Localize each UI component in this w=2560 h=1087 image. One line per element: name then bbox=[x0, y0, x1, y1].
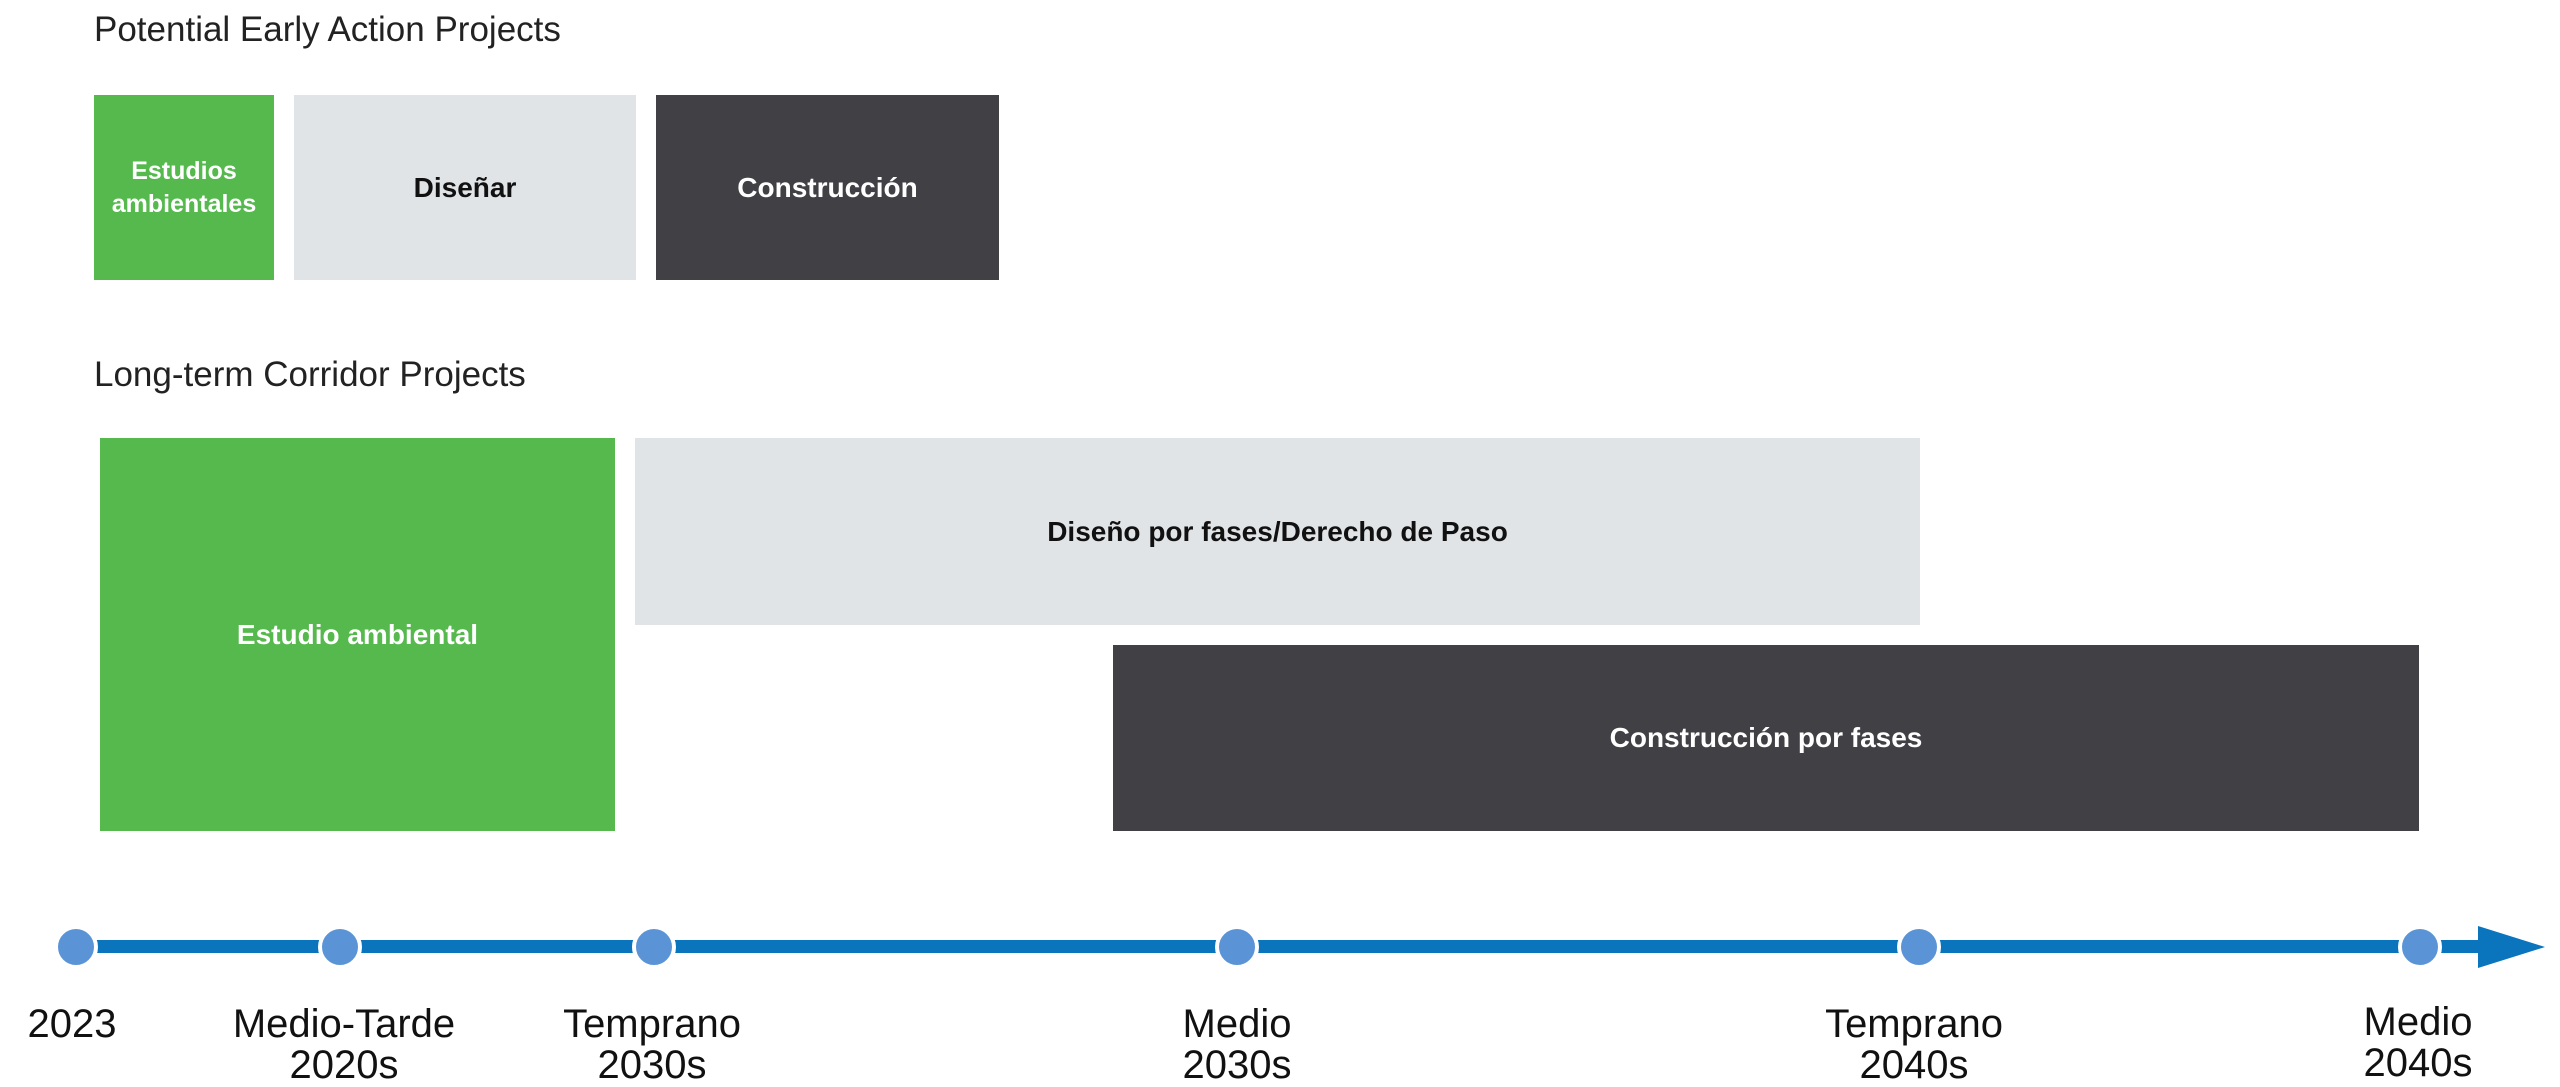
milestone-label: Temprano 2030s bbox=[563, 1002, 741, 1087]
timeline-arrow-head bbox=[2478, 926, 2545, 968]
early-design-label: Diseñar bbox=[413, 171, 517, 203]
milestone-label: Medio-Tarde 2020s bbox=[232, 1002, 456, 1087]
long-term-title: Long-term Corridor Projects bbox=[94, 355, 526, 394]
timeline-node bbox=[2398, 925, 2442, 969]
long-environmental-block: Estudio ambiental bbox=[100, 438, 615, 831]
timeline-node bbox=[318, 925, 362, 969]
early-environmental-label: Estudios ambientales bbox=[111, 156, 257, 218]
early-construction-block: Construcción bbox=[656, 95, 999, 280]
timeline bbox=[54, 925, 2545, 969]
long-environmental-label: Estudio ambiental bbox=[236, 618, 479, 650]
timeline-node bbox=[1215, 925, 1259, 969]
timeline-node bbox=[632, 925, 676, 969]
early-action-title: Potential Early Action Projects bbox=[94, 10, 561, 49]
timeline-line bbox=[76, 940, 2496, 953]
early-environmental-block: Estudios ambientales bbox=[94, 95, 274, 280]
early-construction-label: Construcción bbox=[737, 171, 918, 203]
timeline-nodes bbox=[54, 925, 2442, 969]
milestone-label: 2023 bbox=[27, 1002, 117, 1046]
timeline-node bbox=[1897, 925, 1941, 969]
milestone-label: Medio 2040s bbox=[2363, 1000, 2473, 1085]
long-construction-label: Construcción por fases bbox=[1609, 722, 1923, 753]
long-construction-block: Construcción por fases bbox=[1113, 645, 2419, 831]
early-design-block: Diseñar bbox=[294, 95, 636, 280]
milestone-label: Temprano 2040s bbox=[1825, 1002, 2003, 1087]
milestone-label: Medio 2030s bbox=[1182, 1002, 1292, 1087]
timeline-node bbox=[54, 925, 98, 969]
long-design-block: Diseño por fases/Derecho de Paso bbox=[635, 438, 1920, 625]
long-design-label: Diseño por fases/Derecho de Paso bbox=[1047, 515, 1508, 547]
